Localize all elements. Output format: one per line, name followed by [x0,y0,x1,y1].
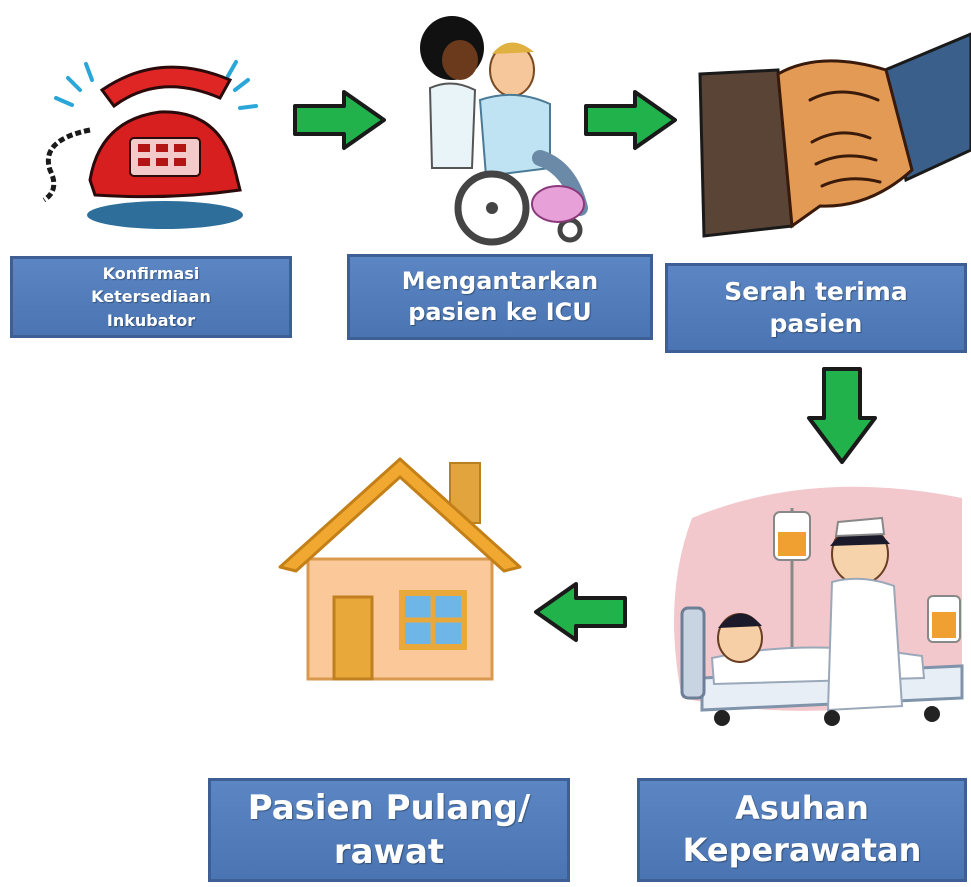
step-label: Pasien Pulang/ rawat [247,787,531,872]
arrow-right-icon [293,90,386,150]
step-deliver-to-icu: Mengantarkan pasien ke ICU [347,254,653,340]
arrow-right-icon [584,90,677,150]
step-confirm-incubator: Konfirmasi Ketersediaan Inkubator [10,256,292,338]
wheelchair-icon [420,16,588,246]
step-label: Konfirmasi Ketersediaan Inkubator [91,264,211,330]
telephone-icon [42,60,258,229]
house-icon [278,457,522,681]
step-label: Asuhan Keperawatan [682,789,922,869]
step-label: Mengantarkan pasien ke ICU [401,266,599,326]
step-label: Serah terima pasien [724,276,908,339]
handshake-icon [698,32,971,238]
arrow-left-icon [534,582,627,642]
nurse-patient-icon [674,486,964,726]
step-nursing-care: Asuhan Keperawatan [637,778,967,882]
arrow-down-icon [807,367,877,464]
step-patient-handover: Serah terima pasien [665,263,967,353]
step-patient-discharge: Pasien Pulang/ rawat [208,778,570,882]
